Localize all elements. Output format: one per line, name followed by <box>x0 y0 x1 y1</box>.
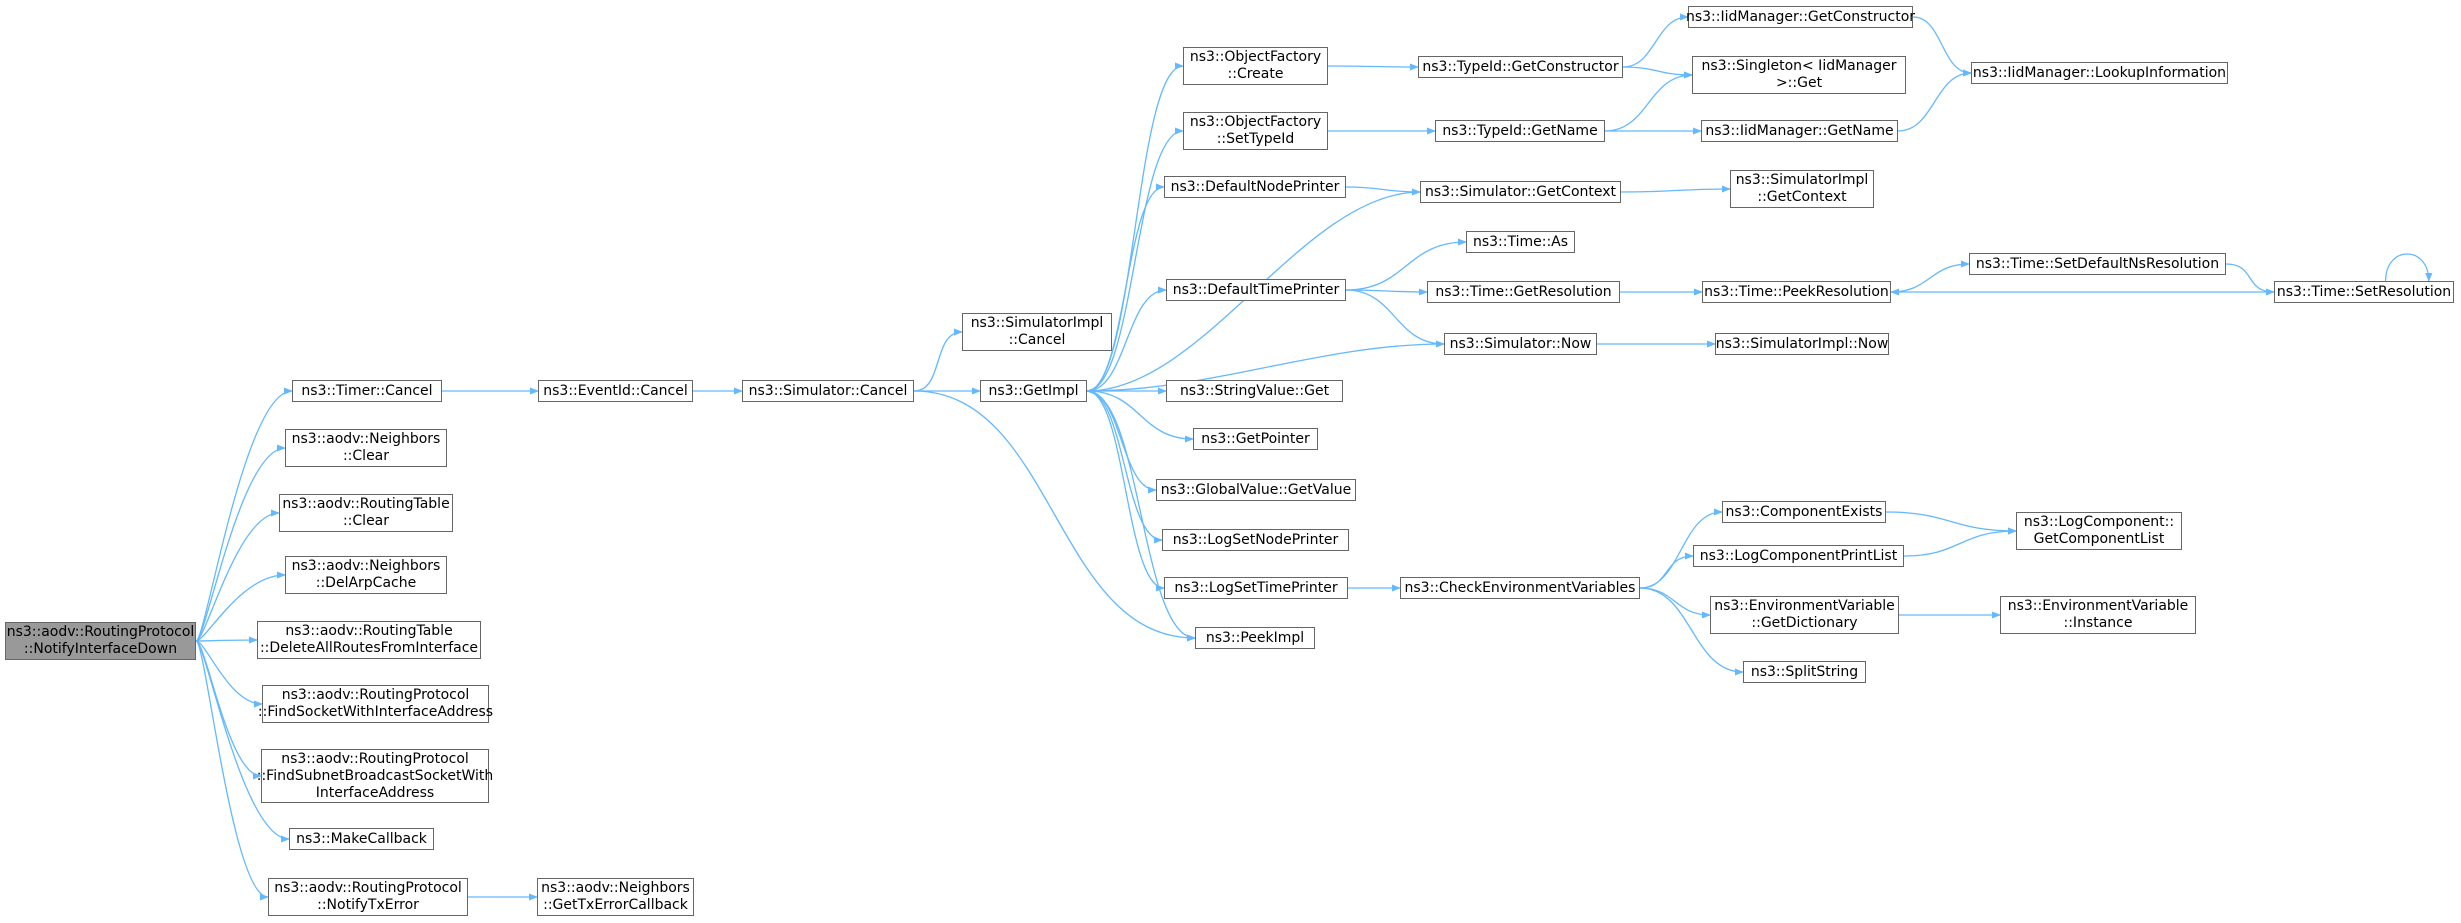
call-edge-sim-getcontext-to-simimpl-getcontext <box>1620 185 1731 193</box>
call-edge-default-node-printer-to-sim-getcontext <box>1345 186 1421 196</box>
call-edge-iid-getconstructor-to-iid-lookup <box>1912 16 1972 77</box>
node-timer-cancel[interactable]: ns3::Timer::Cancel <box>292 380 442 402</box>
call-edge-root-to-make-callback <box>195 640 290 843</box>
call-edge-simulator-cancel-to-peekimpl <box>913 390 1196 642</box>
call-edge-of-create-to-typeid-getconstructor <box>1327 63 1419 71</box>
node-env-getdictionary[interactable]: ns3::EnvironmentVariable ::GetDictionary <box>1710 596 1899 634</box>
call-edge-typeid-getconstructor-to-singleton-get <box>1622 66 1693 79</box>
node-get-tx-error-cb[interactable]: ns3::aodv::Neighbors ::GetTxErrorCallbac… <box>537 878 694 916</box>
node-simulator-cancel[interactable]: ns3::Simulator::Cancel <box>742 380 914 402</box>
node-log-set-node-printer[interactable]: ns3::LogSetNodePrinter <box>1162 529 1349 551</box>
node-sim-now[interactable]: ns3::Simulator::Now <box>1444 333 1597 355</box>
call-edge-root-to-notify-tx-error <box>195 640 269 901</box>
call-edge-sim-now-to-getimpl <box>1086 343 1445 395</box>
node-eventid-cancel[interactable]: ns3::EventId::Cancel <box>538 380 693 402</box>
node-env-instance[interactable]: ns3::EnvironmentVariable ::Instance <box>2000 596 2196 634</box>
node-getimpl[interactable]: ns3::GetImpl <box>980 380 1087 402</box>
call-edge-getimpl-to-globalvalue-getvalue <box>1086 390 1157 494</box>
node-of-create[interactable]: ns3::ObjectFactory ::Create <box>1183 47 1328 85</box>
call-edge-root-to-rtable-clear <box>195 509 280 642</box>
call-edge-getimpl-to-default-time-printer <box>1086 286 1167 392</box>
node-stringvalue-get[interactable]: ns3::StringValue::Get <box>1166 380 1343 402</box>
call-edge-time-peekresolution-to-time-setdefaultns <box>1890 260 1970 293</box>
node-notify-tx-error[interactable]: ns3::aodv::RoutingProtocol ::NotifyTxErr… <box>268 878 468 916</box>
node-default-node-printer[interactable]: ns3::DefaultNodePrinter <box>1164 176 1346 198</box>
node-default-time-printer[interactable]: ns3::DefaultTimePrinter <box>1166 279 1346 301</box>
node-time-setresolution[interactable]: ns3::Time::SetResolution <box>2274 281 2454 303</box>
call-edge-getimpl-to-getpointer <box>1086 390 1194 443</box>
node-root: ns3::aodv::RoutingProtocol ::NotifyInter… <box>5 622 196 660</box>
node-log-component-print-list[interactable]: ns3::LogComponentPrintList <box>1693 545 1904 567</box>
node-rtable-clear[interactable]: ns3::aodv::RoutingTable ::Clear <box>279 494 453 532</box>
node-sim-getcontext[interactable]: ns3::Simulator::GetContext <box>1420 181 1621 203</box>
call-edge-root-to-delete-all-routes <box>195 636 258 644</box>
node-iid-getconstructor[interactable]: ns3::IidManager::GetConstructor <box>1686 6 1915 28</box>
node-log-set-time-printer[interactable]: ns3::LogSetTimePrinter <box>1164 577 1348 599</box>
node-typeid-getname[interactable]: ns3::TypeId::GetName <box>1435 120 1605 142</box>
call-edge-simulator-cancel-to-simimpl-cancel <box>913 328 963 392</box>
call-edge-iid-getname-to-iid-lookup <box>1897 69 1972 132</box>
call-edge-default-time-printer-to-sim-now <box>1345 289 1445 348</box>
node-delete-all-routes[interactable]: ns3::aodv::RoutingTable ::DeleteAllRoute… <box>257 621 481 659</box>
call-edge-log-component-print-list-to-logcomponent-getlist <box>1903 527 2017 557</box>
call-edge-time-setdefaultns-to-time-setresolution <box>2225 263 2275 296</box>
call-edge-root-to-find-subnet <box>195 640 262 780</box>
node-simimpl-cancel[interactable]: ns3::SimulatorImpl ::Cancel <box>962 313 1112 351</box>
node-time-peekresolution[interactable]: ns3::Time::PeekResolution <box>1702 281 1891 303</box>
node-logcomponent-getlist[interactable]: ns3::LogComponent:: GetComponentList <box>2016 512 2182 550</box>
node-del-arp-cache[interactable]: ns3::aodv::Neighbors ::DelArpCache <box>285 556 447 594</box>
node-iid-getname[interactable]: ns3::IidManager::GetName <box>1701 120 1898 142</box>
node-find-socket[interactable]: ns3::aodv::RoutingProtocol ::FindSocketW… <box>258 685 493 723</box>
node-find-subnet[interactable]: ns3::aodv::RoutingProtocol ::FindSubnetB… <box>257 749 493 803</box>
call-edge-check-env-to-env-getdictionary <box>1639 587 1711 619</box>
node-time-as[interactable]: ns3::Time::As <box>1466 231 1575 253</box>
node-neighbors-clear[interactable]: ns3::aodv::Neighbors ::Clear <box>285 429 447 467</box>
call-edge-getimpl-to-log-set-time-printer <box>1086 390 1165 592</box>
call-edge-getimpl-to-default-node-printer <box>1086 183 1165 392</box>
edge-layer <box>195 13 2433 901</box>
call-edge-check-env-to-splitstring <box>1639 587 1744 676</box>
node-splitstring[interactable]: ns3::SplitString <box>1743 661 1866 683</box>
node-of-settypeid[interactable]: ns3::ObjectFactory ::SetTypeId <box>1183 112 1328 150</box>
node-check-env[interactable]: ns3::CheckEnvironmentVariables <box>1400 577 1640 599</box>
call-edge-root-to-neighbors-clear <box>195 444 286 642</box>
call-edge-component-exists-to-logcomponent-getlist <box>1885 511 2017 535</box>
call-edge-typeid-getname-to-singleton-get <box>1604 71 1693 132</box>
node-make-callback[interactable]: ns3::MakeCallback <box>289 828 434 850</box>
call-edge-getimpl-to-of-settypeid <box>1086 127 1184 392</box>
node-peekimpl[interactable]: ns3::PeekImpl <box>1195 627 1315 649</box>
call-edge-default-time-printer-to-time-as <box>1345 238 1467 291</box>
call-edge-check-env-to-log-component-print-list <box>1639 552 1694 589</box>
node-simimpl-now[interactable]: ns3::SimulatorImpl::Now <box>1715 333 1889 355</box>
node-globalvalue-getvalue[interactable]: ns3::GlobalValue::GetValue <box>1156 479 1356 501</box>
node-simimpl-getcontext[interactable]: ns3::SimulatorImpl ::GetContext <box>1730 170 1874 208</box>
node-typeid-getconstructor[interactable]: ns3::TypeId::GetConstructor <box>1418 56 1623 78</box>
node-iid-lookup[interactable]: ns3::IidManager::LookupInformation <box>1971 62 2228 84</box>
call-edge-default-time-printer-to-time-getresolution <box>1345 288 1428 296</box>
node-time-setdefaultns[interactable]: ns3::Time::SetDefaultNsResolution <box>1969 253 2226 275</box>
node-singleton-get[interactable]: ns3::Singleton< IidManager >::Get <box>1692 56 1906 94</box>
call-edge-getimpl-to-peekimpl <box>1086 390 1196 642</box>
call-edge-root-to-find-socket <box>195 640 263 708</box>
call-edge-time-setresolution-to-time-setresolution <box>2384 253 2433 282</box>
call-edge-getimpl-to-log-set-node-printer <box>1086 390 1163 544</box>
call-edge-root-to-del-arp-cache <box>195 571 286 642</box>
node-component-exists[interactable]: ns3::ComponentExists <box>1722 501 1886 523</box>
call-edge-typeid-getconstructor-to-iid-getconstructor <box>1622 13 1689 68</box>
node-time-getresolution[interactable]: ns3::Time::GetResolution <box>1427 281 1620 303</box>
node-getpointer[interactable]: ns3::GetPointer <box>1193 428 1318 450</box>
